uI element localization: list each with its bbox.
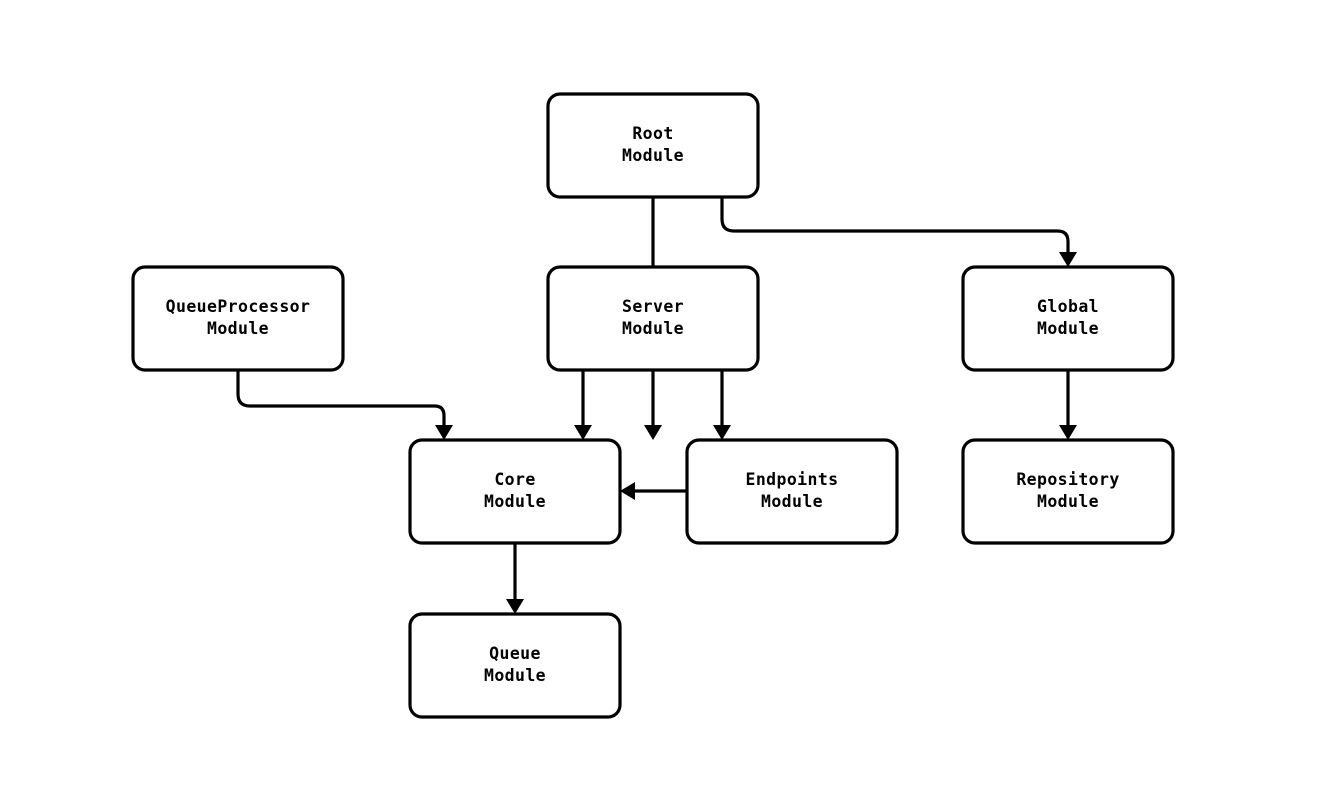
node-label-queueprocessor-name: QueueProcessor (166, 297, 311, 316)
node-label-global-kind: Module (1037, 319, 1099, 338)
arrow-head-endpoints-to-core (620, 482, 635, 500)
node-label-queue-name: Queue (489, 644, 541, 663)
arrow-head-core-to-queue (506, 599, 524, 614)
node-label-queueprocessor-kind: Module (207, 319, 269, 338)
edge-server-to-endpoints (713, 370, 731, 440)
edge-queueprocessor-to-core (236, 370, 453, 440)
arrow-head-server-to-endpoints (713, 425, 731, 440)
node-box-global[interactable] (961, 265, 1175, 372)
node-box-core[interactable] (408, 438, 622, 545)
node-box-repository[interactable] (961, 438, 1175, 545)
node-box-server[interactable] (546, 265, 760, 372)
node-label-core-kind: Module (484, 492, 546, 511)
node-label-endpoints-name: Endpoints (745, 470, 838, 489)
edge-core-to-queue (506, 543, 524, 614)
edges-layer (236, 197, 1077, 614)
arrow-head-root-to-server (644, 425, 662, 440)
edge-global-to-repository (1059, 370, 1077, 440)
node-label-core-name: Core (494, 470, 535, 489)
arrow-head-queueprocessor-to-core (435, 425, 453, 440)
arrow-head-global-to-repository (1059, 425, 1077, 440)
edge-server-to-core (574, 370, 592, 440)
node-label-global-name: Global (1037, 297, 1099, 316)
node-label-queue-kind: Module (484, 666, 546, 685)
node-box-queue[interactable] (408, 612, 622, 719)
arrow-head-server-to-core (574, 425, 592, 440)
node-label-root-name: Root (632, 124, 673, 143)
arrow-head-root-to-global (1059, 252, 1077, 267)
nodes-layer: RootModuleQueueProcessorModuleServerModu… (131, 92, 1175, 719)
node-label-endpoints-kind: Module (761, 492, 823, 511)
node-box-root[interactable] (546, 92, 760, 199)
node-box-queueprocessor[interactable] (131, 265, 345, 372)
node-label-server-kind: Module (622, 319, 684, 338)
edge-endpoints-to-core (620, 482, 687, 500)
node-label-root-kind: Module (622, 146, 684, 165)
node-label-server-name: Server (622, 297, 684, 316)
edge-root-to-global (720, 197, 1077, 267)
node-box-endpoints[interactable] (685, 438, 899, 545)
node-label-repository-name: Repository (1016, 470, 1119, 489)
node-label-repository-kind: Module (1037, 492, 1099, 511)
